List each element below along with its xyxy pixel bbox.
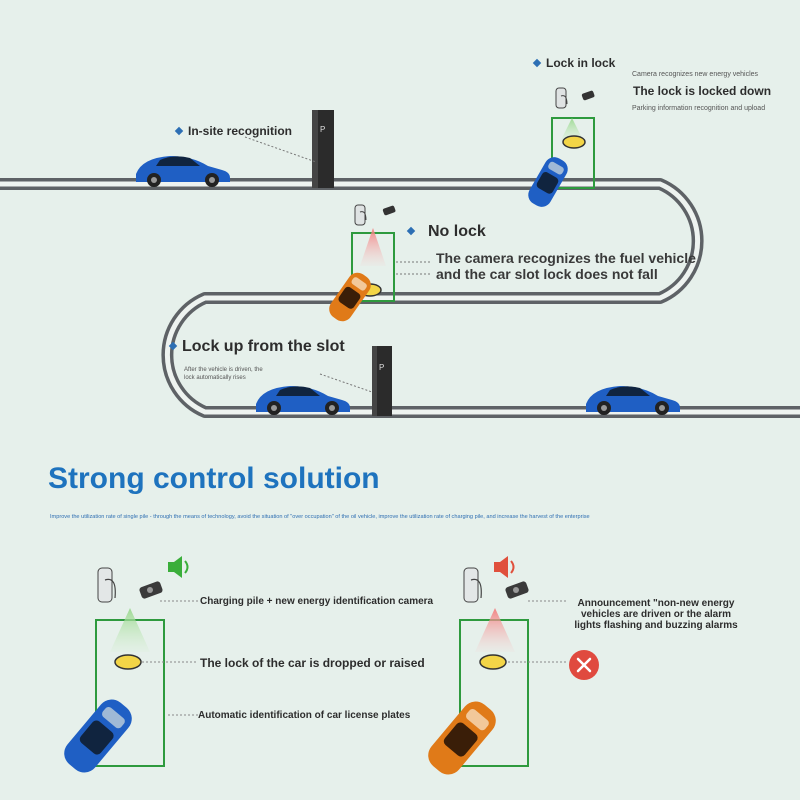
label-after-driven: After the vehicle is driven, the lock au… bbox=[184, 366, 263, 382]
label-fuel-vehicle-line2: and the car slot lock does not fall bbox=[436, 266, 658, 282]
charger-icon-left bbox=[97, 567, 116, 603]
blue-car-top-road bbox=[136, 156, 230, 187]
reject-x-icon bbox=[569, 650, 599, 680]
blue-car-entering-slot bbox=[528, 157, 568, 207]
road bbox=[0, 178, 800, 418]
blue-car-panel-left bbox=[64, 699, 132, 773]
bullet-icon bbox=[168, 341, 178, 351]
label-in-site-recognition: In-site recognition bbox=[174, 124, 292, 138]
bullet-icon bbox=[174, 126, 184, 136]
label-lock-in-lock: Lock in lock bbox=[532, 56, 615, 70]
speaker-icon-green bbox=[168, 556, 189, 578]
recognition-post-top: P bbox=[312, 110, 334, 188]
label-alarm-line3: lights flashing and buzzing alarms bbox=[574, 620, 738, 631]
speaker-icon-red bbox=[494, 556, 515, 578]
label-parking-info-upload: Parking information recognition and uplo… bbox=[632, 105, 766, 112]
charger-icon-right bbox=[463, 567, 482, 603]
label-after-driven-line2: lock automatically rises bbox=[184, 375, 246, 381]
orange-car-middle bbox=[329, 272, 371, 322]
bullet-icon bbox=[406, 226, 416, 236]
svg-text:P: P bbox=[320, 125, 325, 134]
orange-car-panel-right bbox=[428, 701, 496, 775]
blue-car-bottom-left bbox=[256, 386, 350, 415]
label-camera-recognizes-nev: Camera recognizes new energy vehicles bbox=[632, 71, 759, 78]
label-charging-pile-camera: Charging pile + new energy identificatio… bbox=[200, 596, 434, 607]
label-alarm-announcement: Announcement "non-new energy vehicles ar… bbox=[571, 598, 741, 631]
label-lock-locked-down: The lock is locked down bbox=[633, 84, 772, 98]
bullet-icon bbox=[532, 58, 542, 68]
label-license-plate: Automatic identification of car license … bbox=[198, 710, 411, 721]
parking-slot-nev bbox=[551, 117, 595, 189]
section-subtitle: Improve the utilization rate of single p… bbox=[50, 514, 590, 520]
recognition-post-bottom: P bbox=[372, 346, 392, 416]
section-title: Strong control solution bbox=[48, 462, 380, 495]
label-alarm-line2: vehicles are driven or the alarm bbox=[580, 609, 732, 620]
camera-icon-right bbox=[505, 581, 529, 599]
blue-car-bottom-right bbox=[586, 386, 680, 415]
label-fuel-vehicle-line1: The camera recognizes the fuel vehicle bbox=[436, 250, 696, 266]
charger-camera-top bbox=[555, 87, 595, 109]
left-panel bbox=[64, 556, 198, 773]
label-lock-up-from-slot: Lock up from the slot bbox=[168, 338, 345, 356]
camera-icon-left bbox=[139, 581, 163, 599]
label-lock-dropped-raised: The lock of the car is dropped or raised bbox=[200, 656, 425, 670]
road-diagram: P P bbox=[0, 87, 800, 418]
label-no-lock: No lock bbox=[406, 223, 486, 241]
label-fuel-vehicle: The camera recognizes the fuel vehicle a… bbox=[436, 250, 696, 282]
right-panel bbox=[428, 556, 599, 775]
svg-text:P: P bbox=[379, 363, 384, 372]
control-panels bbox=[64, 556, 599, 775]
charger-camera-middle bbox=[354, 204, 396, 226]
label-after-driven-line1: After the vehicle is driven, the bbox=[184, 367, 263, 373]
label-alarm-line1: Announcement "non-new energy bbox=[577, 598, 735, 609]
